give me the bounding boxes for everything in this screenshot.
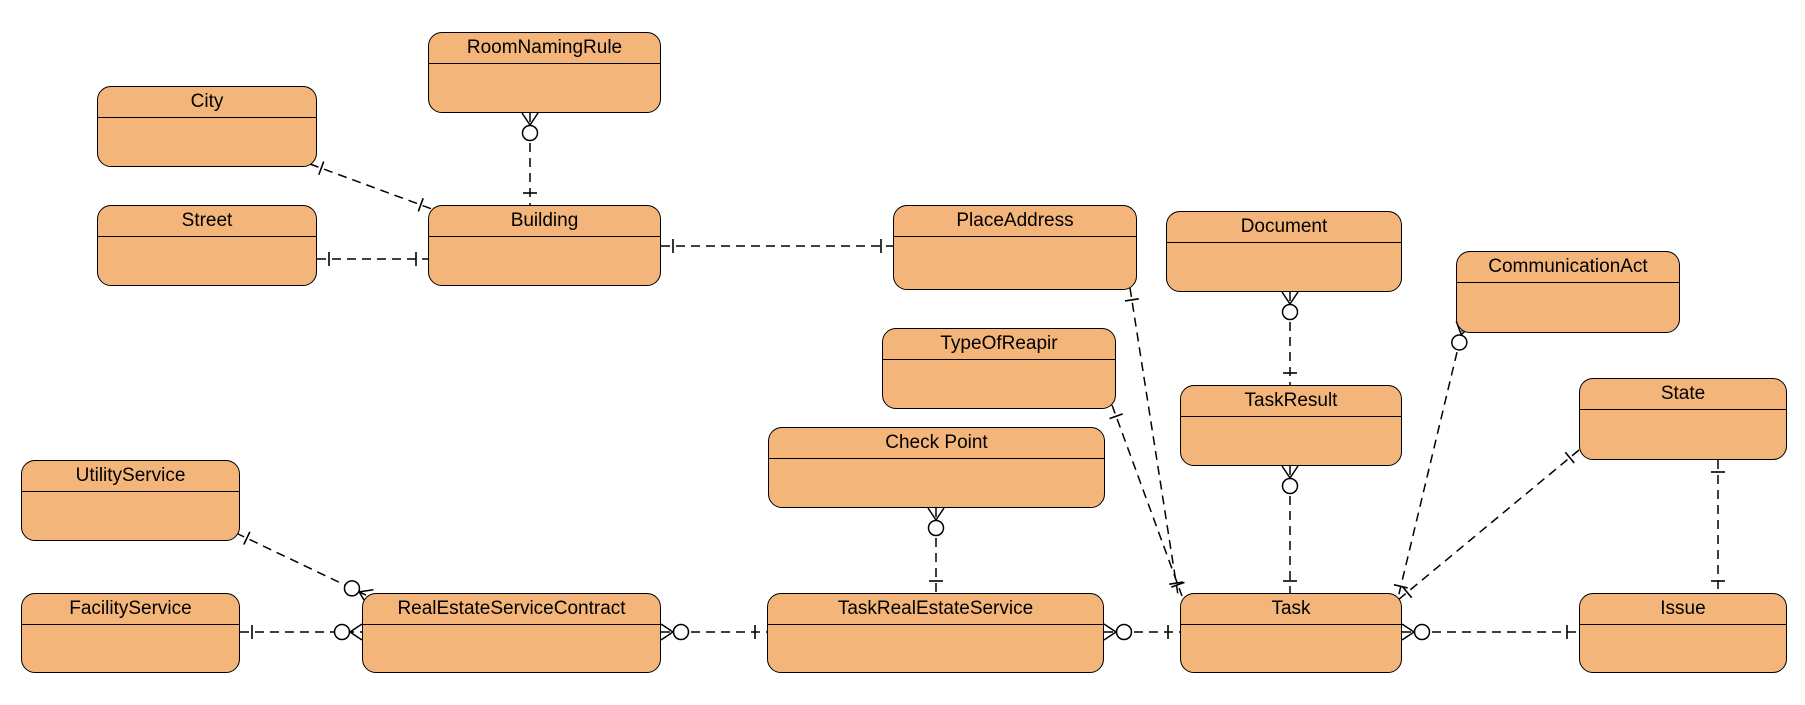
entity-title: Issue [1580, 594, 1786, 625]
entity-checkpoint[interactable]: Check Point [768, 427, 1105, 508]
relationship-facilityservice-realestateservicecontract [240, 623, 363, 641]
crowfoot-prong [529, 112, 539, 126]
entity-title: FacilityService [22, 594, 239, 625]
cardinality-one-mark [1402, 586, 1413, 599]
entity-typeofreapir[interactable]: TypeOfReapir [882, 328, 1116, 409]
relationship-taskresult-task [1281, 465, 1299, 593]
cardinality-one-mark [1171, 581, 1185, 588]
entity-title: PlaceAddress [894, 206, 1136, 237]
cardinality-one-mark [1124, 297, 1139, 302]
crowfoot-prong [1103, 623, 1117, 633]
relationship-typeofreapir-task [1109, 404, 1185, 597]
cardinality-zero-circle [1413, 623, 1431, 641]
cardinality-zero-circle [1115, 623, 1133, 641]
relationship-task-issue [1401, 623, 1579, 641]
cardinality-one-mark [1169, 581, 1184, 586]
entity-document[interactable]: Document [1166, 211, 1402, 292]
relationship-utilityservice-realestateservicecontract [235, 531, 374, 605]
entity-title: Street [98, 206, 316, 237]
crowfoot-prong [1281, 291, 1291, 305]
cardinality-zero-circle [1281, 477, 1299, 495]
relationship-line [1111, 404, 1183, 597]
relationship-realestateservicecontract-taskrealestateservice [660, 623, 767, 641]
relationship-street-building [317, 252, 428, 266]
relationship-city-building [309, 161, 433, 212]
relationship-line [309, 163, 433, 210]
cardinality-one-mark [1109, 413, 1123, 420]
relationship-placeaddress-task [1124, 287, 1184, 596]
relationship-taskrealestateservice-task [1103, 623, 1180, 641]
relationship-line [1397, 449, 1580, 601]
cardinality-zero-circle [521, 124, 539, 142]
relationship-communicationact-task [1393, 320, 1473, 599]
crowfoot-prong [349, 631, 363, 641]
relationship-document-taskresult [1281, 291, 1299, 385]
crowfoot-prong [359, 589, 374, 593]
crowfoot-prong [927, 507, 937, 521]
entity-taskrealestateservice[interactable]: TaskRealEstateService [767, 593, 1104, 673]
cardinality-zero-circle [1281, 303, 1299, 321]
entity-taskresult[interactable]: TaskResult [1180, 385, 1402, 466]
relationship-building-placeaddress [661, 239, 893, 253]
crowfoot-prong [349, 623, 363, 633]
entity-street[interactable]: Street [97, 205, 317, 286]
cardinality-zero-circle [343, 580, 361, 597]
entity-title: TypeOfReapir [883, 329, 1115, 360]
entity-placeaddress[interactable]: PlaceAddress [893, 205, 1137, 290]
cardinality-zero-circle [333, 623, 351, 641]
cardinality-one-mark [1393, 583, 1408, 589]
crowfoot-prong [1289, 465, 1299, 479]
entity-communicationact[interactable]: CommunicationAct [1456, 251, 1680, 333]
entity-utilityservice[interactable]: UtilityService [21, 460, 240, 541]
entity-title: City [98, 87, 316, 118]
cardinality-one-mark [417, 198, 424, 212]
cardinality-one-mark [243, 531, 251, 545]
entity-title: Task [1181, 594, 1401, 625]
entity-title: RealEstateServiceContract [363, 594, 660, 625]
relationship-line [1129, 287, 1179, 596]
crowfoot-prong [660, 631, 674, 641]
entity-title: State [1580, 379, 1786, 410]
entity-title: TaskRealEstateService [768, 594, 1103, 625]
crowfoot-prong [1401, 623, 1415, 633]
crowfoot-prong [521, 112, 531, 126]
crowfoot-prong [1289, 291, 1299, 305]
cardinality-one-mark [1564, 451, 1575, 464]
relationship-roomnamingrule-building [521, 112, 539, 205]
entity-roomnamingrule[interactable]: RoomNamingRule [428, 32, 661, 113]
crowfoot-prong [1103, 631, 1117, 641]
entity-title: Document [1167, 212, 1401, 243]
cardinality-zero-circle [1451, 334, 1468, 351]
entity-task[interactable]: Task [1180, 593, 1402, 673]
entity-building[interactable]: Building [428, 205, 661, 286]
relationship-checkpoint-taskrealestateservice [927, 507, 945, 593]
entity-city[interactable]: City [97, 86, 317, 167]
cardinality-one-mark [318, 161, 325, 175]
entity-issue[interactable]: Issue [1579, 593, 1787, 673]
entity-title: RoomNamingRule [429, 33, 660, 64]
entity-title: CommunicationAct [1457, 252, 1679, 283]
entity-title: UtilityService [22, 461, 239, 492]
crowfoot-prong [660, 623, 674, 633]
relationship-state-issue [1711, 460, 1725, 593]
entity-title: TaskResult [1181, 386, 1401, 417]
cardinality-zero-circle [672, 623, 690, 641]
crowfoot-prong [1281, 465, 1291, 479]
cardinality-zero-circle [927, 519, 945, 537]
entity-title: Check Point [769, 428, 1104, 459]
crowfoot-prong [935, 507, 945, 521]
entity-realestateservicecontract[interactable]: RealEstateServiceContract [362, 593, 661, 673]
relationship-line [1397, 322, 1465, 599]
entity-title: Building [429, 206, 660, 237]
crowfoot-prong [1401, 631, 1415, 641]
entity-state[interactable]: State [1579, 378, 1787, 460]
entity-facilityservice[interactable]: FacilityService [21, 593, 240, 673]
relationship-state-task [1397, 449, 1580, 601]
